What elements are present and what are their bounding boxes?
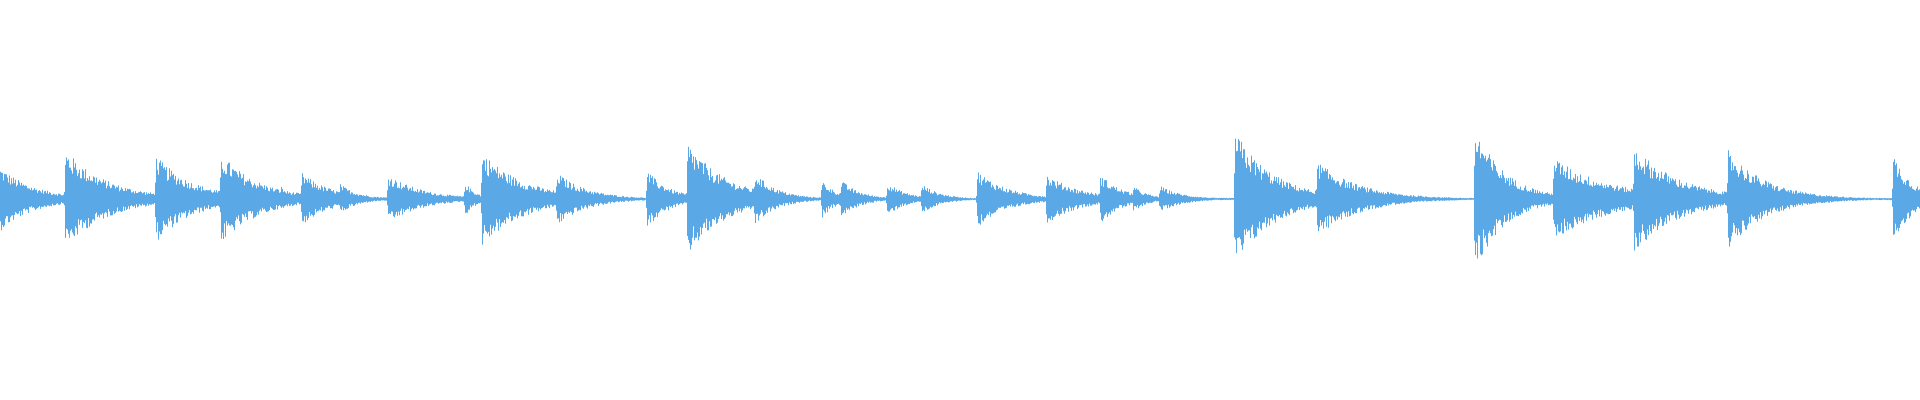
waveform-graphic xyxy=(0,138,1920,259)
